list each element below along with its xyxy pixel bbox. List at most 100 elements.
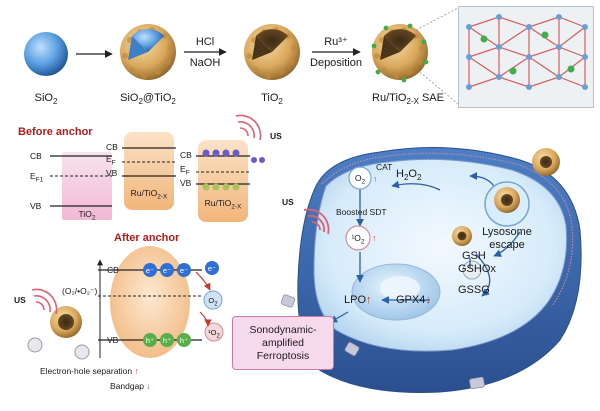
label-lysosome: Lysosome xyxy=(482,226,532,238)
label-vb-after: VB xyxy=(107,335,119,345)
label-ru-tio2-box-b: Ru/TiO2-X xyxy=(205,198,242,213)
singlet-up-arrow: ↑ xyxy=(372,233,377,243)
o2-up-arrow: ↑ xyxy=(373,174,378,184)
product-text: Ru/TiO xyxy=(372,92,407,104)
o2-label-after: O2 xyxy=(208,296,217,310)
ultrasound-waves-cell xyxy=(303,208,330,235)
label-vb-1: VB xyxy=(30,201,42,211)
hole-label-2: h⁺ xyxy=(162,336,172,345)
label-sio2-tio2: SiO2@TiO2 xyxy=(120,92,176,108)
o2-cell-text: O xyxy=(354,173,362,183)
label-ru-tio2-box: Ru/TiO2-X xyxy=(131,188,168,203)
lysosome-vesicle xyxy=(484,181,530,227)
label-singlet-cell: ¹O2 xyxy=(351,233,364,248)
ef1-text: E xyxy=(30,171,36,181)
ef3-sub: F xyxy=(185,169,190,177)
label-tio2-box: TiO2 xyxy=(78,209,95,224)
singlet-bubble-after xyxy=(204,322,224,342)
label-ef2: EF xyxy=(106,154,116,169)
bandgap-text: Bandgap xyxy=(110,381,145,391)
ru-tio2-box-b-text: Ru/TiO xyxy=(204,198,232,208)
particle-entering-cell xyxy=(532,148,560,176)
tio2-hollow-particle xyxy=(244,24,300,80)
zoom-line-bottom xyxy=(419,71,459,105)
label-gsh: GSH xyxy=(462,250,486,262)
tio2-sub: 2 xyxy=(278,97,283,107)
arrow-electron-to-o2 xyxy=(195,271,211,291)
electrons-cb xyxy=(143,263,191,277)
ru-tio2-box-b-sub: 2-X xyxy=(231,203,242,211)
label-us-after: US xyxy=(14,295,26,305)
sio2-sphere xyxy=(24,32,68,76)
bandgap-down-arrow: ↓ xyxy=(146,381,151,391)
lpo-up-arrow: ↑ xyxy=(366,294,372,306)
h2o2-sub2: 2 xyxy=(416,173,422,183)
label-vb-3: VB xyxy=(180,178,192,188)
particle-gsh xyxy=(452,226,472,246)
singlet-bubble-cell xyxy=(345,225,371,251)
label-naoh: NaOH xyxy=(189,57,221,69)
label-gssg: GSSG xyxy=(458,284,490,296)
label-cb-2: CB xyxy=(106,142,118,152)
ef2-text: E xyxy=(106,154,112,164)
ef3-text: E xyxy=(180,164,186,174)
label-h2o2: H2O2 xyxy=(396,168,421,184)
callout-line-2: amplified xyxy=(261,336,305,349)
singlet-after-text: ¹O xyxy=(208,328,217,337)
label-o2-cell: O2 xyxy=(355,173,365,188)
arrow-h2o2-to-o2 xyxy=(391,180,441,191)
tio2-box-sub: 2 xyxy=(91,214,96,222)
label-cb-3: CB xyxy=(180,150,192,160)
gpx4-down-arrow: ↓ xyxy=(425,294,431,306)
sio2-sub: 2 xyxy=(52,97,58,107)
electron-label-3: e⁻ xyxy=(179,266,189,275)
separation-up-arrow: ↑ xyxy=(134,366,139,376)
sio2-tio2-sub2: 2 xyxy=(171,97,176,107)
nucleus xyxy=(351,263,441,321)
hole-label-1: h⁺ xyxy=(145,336,155,345)
label-bandgap: Bandgap ↓ xyxy=(110,381,151,391)
label-lpo: LPO↑ xyxy=(344,294,372,307)
ferroptosis-callout: Sonodynamic- amplified Ferroptosis xyxy=(232,316,334,370)
o2-bubble-after xyxy=(203,290,223,310)
arrow-gssg-to-gpx4 xyxy=(475,253,491,297)
before-anchor-title: Before anchor xyxy=(18,126,93,138)
singlet-cell-sub: 2 xyxy=(360,238,365,246)
label-tio2: TiO2 xyxy=(261,92,283,108)
separation-text: Electron-hole separation xyxy=(40,366,133,376)
tio2-box-text: TiO xyxy=(78,209,92,219)
label-us-before: US xyxy=(270,131,282,141)
cell-membrane-bilayer xyxy=(321,152,574,307)
label-ef1: EF1 xyxy=(30,171,43,186)
label-cb-after: CB xyxy=(107,265,119,275)
sio2-tio2-text: SiO xyxy=(120,92,139,104)
free-electron xyxy=(205,261,219,275)
label-vb-2: VB xyxy=(106,168,118,178)
arrow-gsh-to-gssg xyxy=(493,231,521,257)
sio2-text: SiO xyxy=(34,92,53,104)
sio2-tio2-particle xyxy=(120,24,176,80)
singlet-cell-text: ¹O xyxy=(351,233,361,243)
ru-tio2-box-text: Ru/TiO xyxy=(130,188,158,198)
electron-label-free: e⁻ xyxy=(207,264,217,273)
label-separation: Electron-hole separation ↑ xyxy=(40,366,139,376)
electron-label-2: e⁻ xyxy=(162,266,172,275)
small-particle-1 xyxy=(27,337,43,353)
ru-tio2-sae-particle xyxy=(371,23,429,83)
callout-line-3: Ferroptosis xyxy=(256,349,310,362)
ru-tio2-us-band-box xyxy=(196,140,265,222)
o2-after-sub: 2 xyxy=(214,301,218,308)
label-cat: CAT xyxy=(376,162,393,172)
hole-label-3: h⁺ xyxy=(179,336,189,345)
label-deposition: Deposition xyxy=(310,57,362,69)
o2-bubble-cell xyxy=(348,166,372,190)
ef2-sub: F xyxy=(111,159,116,167)
lpo-text: LPO xyxy=(344,294,367,306)
label-boosted-sdt: Boosted SDT xyxy=(336,207,387,217)
after-anchor-title: After anchor xyxy=(114,232,180,244)
tio2-band-box xyxy=(50,152,112,220)
electron-label-1: e⁻ xyxy=(145,266,155,275)
label-gshox: GSHOx xyxy=(458,263,496,275)
sio2-tio2-mid: @TiO xyxy=(142,92,172,104)
